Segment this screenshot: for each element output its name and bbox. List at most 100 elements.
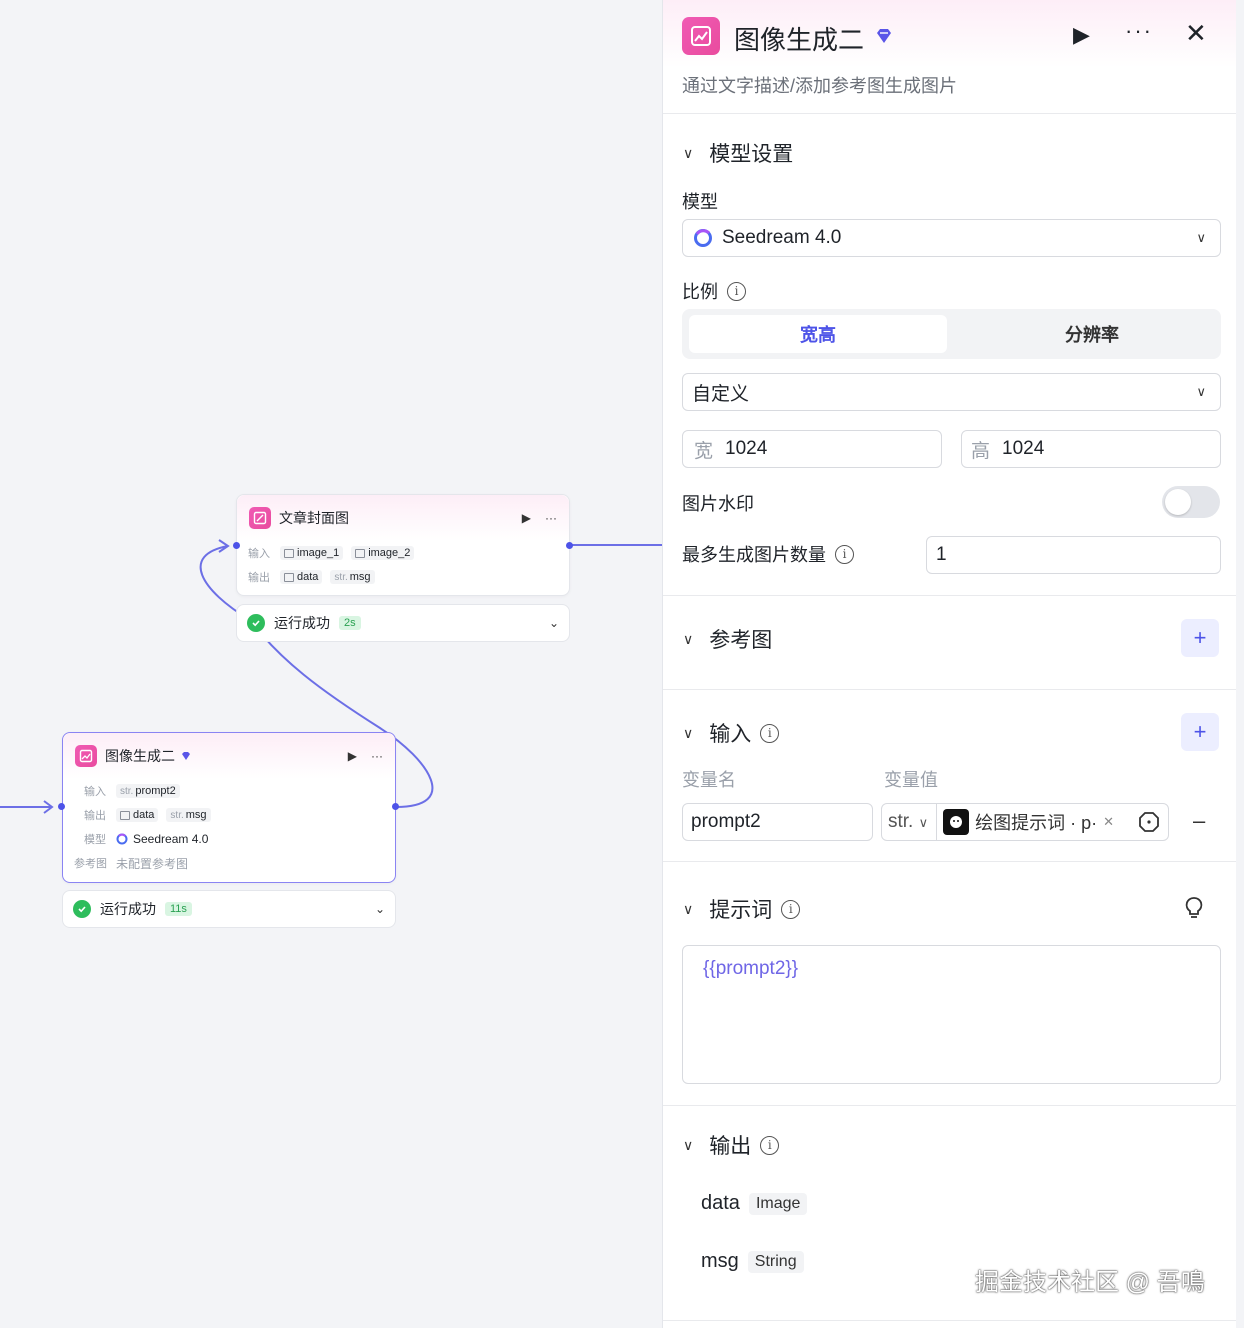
chevron-down-icon: ∨	[1196, 384, 1206, 399]
run-button[interactable]: ▶	[521, 511, 531, 525]
more-button[interactable]: ···	[371, 749, 383, 763]
output-name: msg	[701, 1250, 739, 1272]
model-label: 模型	[84, 834, 106, 846]
image-gen-icon	[75, 745, 97, 767]
run-button[interactable]: ▶	[1073, 22, 1090, 47]
output-name: data	[297, 571, 319, 583]
panel-title[interactable]: 图像生成二	[734, 25, 865, 55]
ref-label: 参考图	[74, 858, 107, 870]
output-tag: data	[280, 570, 323, 584]
info-icon[interactable]: i	[835, 544, 854, 564]
chevron-down-icon[interactable]: ∨	[683, 1136, 694, 1153]
info-icon[interactable]: i	[760, 1135, 780, 1155]
divider	[663, 689, 1237, 690]
node-inputs-row: 输入 image_1 image_2	[237, 541, 569, 565]
edge-arrow-node2	[43, 800, 54, 814]
chevron-down-icon[interactable]: ∨	[683, 144, 694, 161]
height-field[interactable]: 高 1024	[961, 430, 1221, 468]
check-icon	[247, 614, 265, 632]
more-button[interactable]: ···	[1125, 18, 1153, 43]
input-name: image_2	[368, 547, 411, 559]
chevron-down-icon[interactable]: ∨	[683, 724, 694, 741]
info-icon[interactable]: i	[727, 281, 746, 301]
node-run-status[interactable]: 运行成功 11s ⌄	[62, 890, 396, 928]
close-icon[interactable]: ✕	[1185, 18, 1207, 48]
var-name-value: prompt2	[691, 811, 761, 832]
section-output[interactable]: ∨ 输出 i	[683, 1130, 780, 1160]
output-row: msg String	[701, 1250, 804, 1273]
chevron-down-icon[interactable]: ⌄	[374, 902, 385, 916]
var-name-input[interactable]: prompt2	[682, 803, 873, 841]
output-name: msg	[185, 809, 207, 821]
edge-node2-to-node1	[199, 545, 434, 808]
inputs-label: 输入	[248, 548, 270, 560]
output-type-badge: Image	[748, 1192, 808, 1215]
preset-select[interactable]: 自定义 ∨	[682, 373, 1221, 411]
tab-resolution[interactable]: 分辨率	[1065, 325, 1119, 345]
input-port[interactable]	[233, 542, 240, 549]
remove-input-button[interactable]: –	[1193, 808, 1206, 833]
prompt-editor[interactable]: {{prompt2}}	[682, 945, 1221, 1084]
var-type-select[interactable]: str. ∨	[882, 811, 928, 833]
image-icon	[355, 548, 366, 558]
run-button[interactable]: ▶	[347, 749, 357, 763]
watermark-toggle[interactable]	[1162, 486, 1220, 518]
node-model-row: 模型 Seedream 4.0	[63, 827, 395, 851]
lightbulb-icon[interactable]	[1184, 896, 1204, 925]
status-text: 运行成功	[274, 615, 330, 631]
variable-picker-icon[interactable]	[1138, 811, 1160, 833]
output-tag: data	[116, 808, 159, 822]
watermark-text: 掘金技术社区 @ 吾鳴	[975, 1269, 1205, 1296]
model-label: 模型	[682, 192, 718, 212]
width-field[interactable]: 宽 1024	[682, 430, 942, 468]
duration-badge: 11s	[165, 902, 192, 916]
model-value: Seedream 4.0	[722, 227, 842, 248]
output-tag: str.msg	[166, 808, 211, 822]
edges-layer	[0, 539, 662, 814]
chevron-down-icon[interactable]: ∨	[683, 900, 694, 917]
section-reference[interactable]: ∨ 参考图	[683, 624, 772, 654]
max-count-input[interactable]: 1	[926, 536, 1221, 574]
node-run-status[interactable]: 运行成功 2s ⌄	[236, 604, 570, 642]
node-image-gen-2[interactable]: 图像生成二 ▶ ··· 输入 str.prompt2 输出 data str.m…	[62, 732, 396, 883]
info-icon[interactable]: i	[760, 723, 780, 743]
divider	[663, 861, 1237, 862]
workflow-canvas[interactable]: 文章封面图 ▶ ··· 输入 image_1 image_2 输出 data s…	[0, 0, 662, 1328]
ratio-label: 比例 i	[682, 278, 746, 304]
node-article-cover[interactable]: 文章封面图 ▶ ··· 输入 image_1 image_2 输出 data s…	[236, 494, 570, 596]
height-prefix: 高	[971, 440, 991, 462]
check-icon	[73, 900, 91, 918]
section-input[interactable]: ∨ 输入 i	[683, 718, 780, 748]
chevron-down-icon[interactable]: ⌄	[548, 616, 559, 630]
var-ref-text: 绘图提示词 · p·	[975, 813, 1098, 833]
input-port[interactable]	[58, 803, 65, 810]
output-port[interactable]	[566, 542, 573, 549]
type-prefix: str.	[170, 809, 184, 821]
edge-arrow-node1	[218, 539, 230, 553]
node-inputs-row: 输入 str.prompt2	[63, 779, 395, 803]
seedream-icon	[694, 229, 712, 247]
status-text: 运行成功	[100, 901, 156, 917]
max-count-value: 1	[936, 544, 947, 565]
section-model-settings[interactable]: ∨ 模型设置	[683, 138, 793, 168]
node-header: 文章封面图 ▶ ···	[237, 495, 569, 541]
input-tag: str.prompt2	[116, 784, 180, 798]
var-type: str.	[888, 811, 914, 832]
output-type-badge: String	[747, 1250, 804, 1273]
bot-avatar-icon	[943, 809, 970, 835]
chevron-down-icon[interactable]: ∨	[683, 630, 694, 647]
node-config-panel: 图像生成二 ▶ ··· ✕ 通过文字描述/添加参考图生成图片 ∨ 模型设置 模型…	[662, 0, 1237, 1328]
section-title: 提示词	[709, 899, 773, 922]
add-reference-button[interactable]: +	[1181, 619, 1219, 657]
section-prompt[interactable]: ∨ 提示词 i	[683, 894, 801, 924]
info-icon[interactable]: i	[781, 899, 801, 919]
output-port[interactable]	[392, 803, 399, 810]
height-value: 1024	[1002, 438, 1045, 459]
more-button[interactable]: ···	[545, 511, 557, 525]
canvas-right-strip	[1236, 0, 1244, 1328]
add-input-button[interactable]: +	[1181, 713, 1219, 751]
var-value-field[interactable]: str. ∨ 绘图提示词 · p· ✕	[881, 803, 1169, 841]
tab-aspect[interactable]: 宽高	[689, 315, 947, 353]
clear-icon[interactable]: ✕	[1103, 814, 1115, 829]
model-select[interactable]: Seedream 4.0 ∨	[682, 219, 1221, 257]
